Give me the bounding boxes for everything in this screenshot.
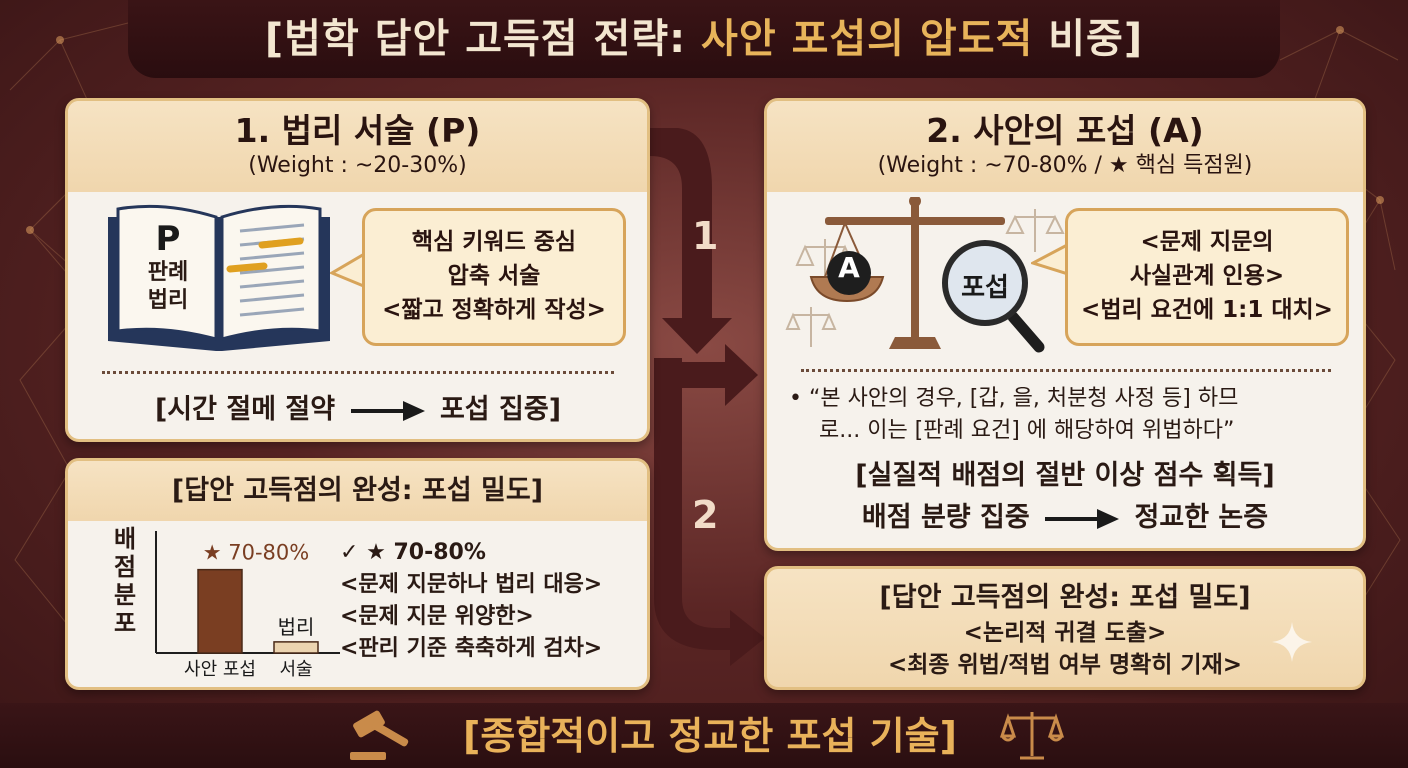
gavel-icon [350,710,409,760]
footer-bar [0,703,1408,768]
density-heading: [답안 고득점의 완성: 포섭 밀도] [68,461,647,521]
keyword-bubble: 핵심 키워드 중심 압축 서술 <짧고 정확하게 작성> [362,208,626,346]
flow-step-1: 1 [692,214,719,258]
sparkle-icon [1272,622,1312,662]
panel-application: 2. 사안의 포섭 (A) (Weight : ~70-80% / ★ 핵심 득… [764,98,1366,551]
focus-line: 배점 분량 집중 정교한 논증 [767,495,1363,534]
bubble-line: 핵심 키워드 중심 [411,229,577,255]
check-line: ✓ ★ 70-80% [340,540,486,565]
fact-bubble: <문제 지문의 사실관계 인용> <법리 요건에 1:1 대치> [1065,208,1349,346]
bubble-line: 압축 서술 [447,263,541,289]
title-part2: 비중 [1033,16,1124,62]
magnifier-label: 포섭 [961,273,1009,303]
panel-a-weight: (Weight : ~70-80% / ★ 핵심 득점원) [877,153,1253,178]
bubble-pointer [330,251,366,289]
chart-y-label: 배점분포 [113,525,137,637]
chart-value-label: ★ 70-80% [203,541,309,565]
book-label: 판례 법리 [120,259,216,315]
quote-text-1: “본 사안의 경우, [갑, 을, 처분청 사정 등] 하므 [808,386,1239,411]
conclusion-heading: [답안 고득점의 완성: 포섭 밀도] [879,582,1251,613]
bubble-line: 사실관계 인용> [1129,263,1285,289]
pan-label-a: A [838,251,860,284]
focus-right-text: 정교한 논증 [1134,502,1269,533]
note-line: <판리 기준 축축하게 검차> [340,636,603,661]
title-bracket-open: [ [264,16,285,62]
focus-left-text: 배점 분량 집중 [861,502,1030,533]
open-book-icon [108,204,330,351]
chart-bar-top-label: 법리 [278,615,315,639]
flow-arrows [650,128,765,666]
density-notes: ✓ ★ 70-80% <문제 지문하나 법리 대응> <문제 지문 위양한> <… [340,537,640,665]
note-line: <문제 지문 위양한> [340,604,534,629]
flow-arrow-right [680,344,758,406]
conclusion-line: <최종 위법/적법 여부 명확히 기재> [887,652,1243,678]
panel-p-header: 1. 법리 서술 (P) (Weight : ~20-30%) [68,101,647,192]
flow-step-2: 2 [692,493,719,537]
arrow-right-icon [1045,508,1120,529]
quote-line-2: 로... 이는 [판례 요건] 에 해당하여 위법하다” [819,418,1235,443]
chart-category-label: 서술 [279,659,312,680]
score-line: [실질적 배점의 절반 이상 점수 획득] [855,460,1275,491]
book-label-line2: 법리 [147,288,189,313]
chart-category-label: 사안 포섭 [184,659,256,680]
scales-magnifier-icon [785,197,1065,353]
page-title: [법학 답안 고득점 전략: 사안 포섭의 압도적 비중] [128,0,1280,78]
dotted-divider [102,371,614,374]
panel-legal-principle: 1. 법리 서술 (P) (Weight : ~20-30%) P 판례 법리 … [65,98,650,442]
panel-a-heading: 2. 사안의 포섭 (A) [926,111,1204,150]
arrow-right-icon [350,400,425,421]
title-highlight: 사안 포섭의 압도적 [701,16,1034,62]
panel-p-weight: (Weight : ~20-30%) [248,153,467,178]
book-label-line1: 판례 [147,260,189,285]
bubble-line: <문제 지문의 [1140,229,1274,255]
chart-bar-2 [273,641,319,654]
score-distribution-chart: 사안 포섭 ★ 70-80% 서술 법리 [155,531,340,680]
title-part1: 법학 답안 고득점 전략: [284,16,702,62]
panel-p-footer: [시간 절메 절약 포섭 집중] [68,387,647,426]
panel-p-heading: 1. 법리 서술 (P) [234,111,481,150]
note-line: <문제 지문하나 법리 대응> [340,572,603,597]
chart-bar-1 [197,568,243,654]
conclusion-line: <논리적 귀결 도출> [963,620,1167,646]
quote-line-1: • “본 사안의 경우, [갑, 을, 처분청 사정 등] 하므 [789,386,1239,411]
panel-density-conclusion: [답안 고득점의 완성: 포섭 밀도] <논리적 귀결 도출> <최종 위법/적… [764,566,1366,690]
model-quote: • “본 사안의 경우, [갑, 을, 처분청 사정 등] 하므 로... 이는… [789,383,1349,447]
panel-a-header: 2. 사안의 포섭 (A) (Weight : ~70-80% / ★ 핵심 득… [767,101,1363,192]
bubble-line: <법리 요건에 1:1 대치> [1081,297,1333,323]
scales-icon [1000,712,1064,760]
footer-text: [종합적이고 정교한 포섭 기술] [463,714,957,758]
bubble-pointer [1031,241,1071,277]
title-bracket-close: ] [1123,16,1144,62]
book-letter-p: P [155,219,181,259]
bubble-line: <짧고 정확하게 작성> [382,297,606,323]
footer-left-text: [시간 절메 절약 [154,394,336,425]
dotted-divider [801,369,1331,372]
footer-right-text: 포섭 집중] [439,394,562,425]
panel-density-chart: [답안 고득점의 완성: 포섭 밀도] 사안 포섭 ★ 70-80% 서술 법리 배점… [65,458,650,690]
